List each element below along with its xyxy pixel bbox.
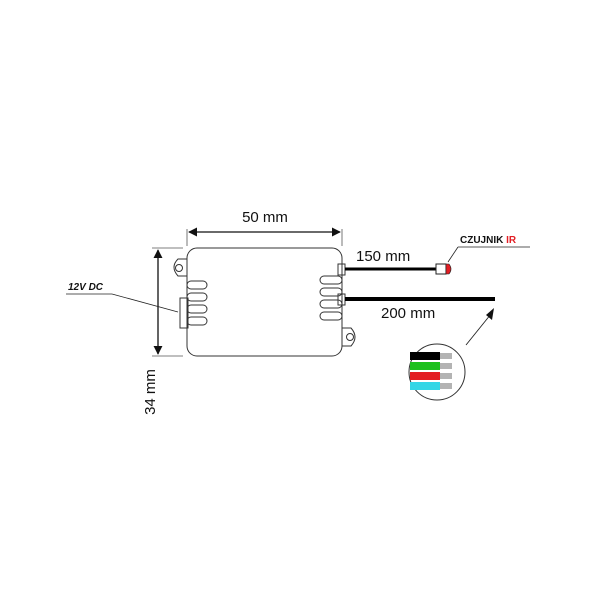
cable-detail-arrowhead [486,308,494,320]
ir-sensor-tip [445,263,452,275]
wire-green [410,362,452,370]
ir-sensor-label-suffix: IR [506,235,517,246]
height-dimension: 34 mm [142,247,183,415]
wire-black [410,352,452,360]
ir-sensor-label-prefix: CZUJNIK [460,235,506,246]
output-cable: 200 mm [345,297,495,322]
cable-detail-pointer [465,308,494,346]
left-mounting-hole [175,264,183,272]
left-vent-slots [186,280,208,326]
ir-sensor-body [435,263,447,275]
width-dimension: 50 mm [186,209,343,246]
output-cable-length-label: 200 mm [381,305,435,322]
ir-sensor-label: CZUJNIK IR [460,235,517,246]
right-mounting-ear [342,327,356,347]
right-vent-slots [319,275,343,321]
left-mounting-ear [173,258,187,277]
power-connector-block [179,297,189,329]
height-label: 34 mm [142,369,159,415]
power-input-callout: 12V DC [66,282,179,313]
housing-body [186,247,343,357]
sensor-cable-length-label: 150 mm [356,248,410,265]
power-input-label: 12V DC [68,282,104,293]
wire-red [410,372,452,380]
right-mounting-hole [346,333,354,341]
width-label: 50 mm [242,209,288,226]
wire-cyan [410,382,452,390]
sensor-cable: 150 mm [345,248,452,275]
controller-housing [173,247,356,357]
ir-sensor-callout: CZUJNIK IR [447,235,530,263]
rgb-wire-detail [408,343,466,401]
